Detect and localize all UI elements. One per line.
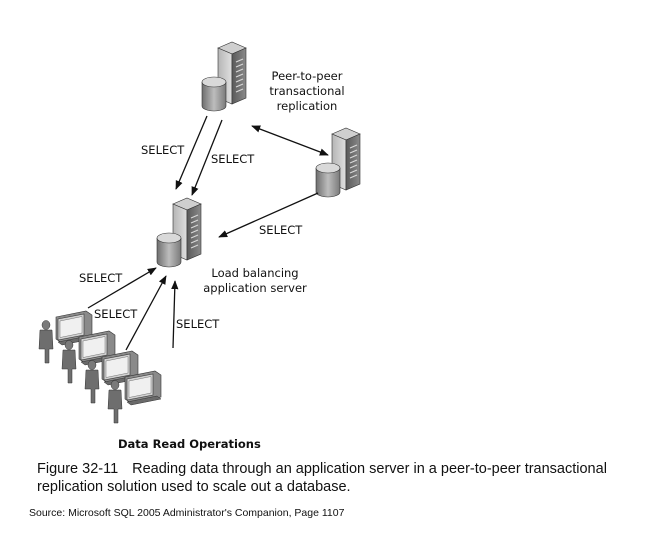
select-label-client-1: SELECT	[79, 271, 123, 285]
arrow-client-3	[171, 280, 179, 349]
select-label-client-2: SELECT	[94, 307, 138, 321]
peer-replication-label: Peer-to-peer transactional replication	[269, 69, 345, 113]
peer-server-top-icon	[201, 41, 247, 112]
arrow-top-to-app-left	[175, 115, 208, 190]
source-note: Source: Microsoft SQL 2005 Administrator…	[29, 507, 345, 519]
app-server-icon	[156, 197, 202, 268]
load-balancing-label: Load balancing application server	[203, 266, 307, 295]
select-label-client-3: SELECT	[176, 317, 220, 331]
select-label-top-left: SELECT	[141, 143, 185, 157]
arrow-top-to-app-right	[191, 119, 223, 196]
figure-number: Figure 32-11	[37, 461, 119, 477]
data-read-label: Data Read Operations	[118, 437, 261, 451]
arrow-right-to-app	[218, 192, 319, 238]
peer-server-right-icon	[315, 127, 361, 198]
arrow-client-2	[125, 275, 167, 351]
arrow-client-1	[87, 267, 157, 309]
select-label-top-right: SELECT	[211, 152, 255, 166]
arrow-peer-sync	[251, 125, 329, 156]
figure-caption-text: Reading data through an application serv…	[37, 461, 607, 495]
select-label-right: SELECT	[259, 223, 303, 237]
